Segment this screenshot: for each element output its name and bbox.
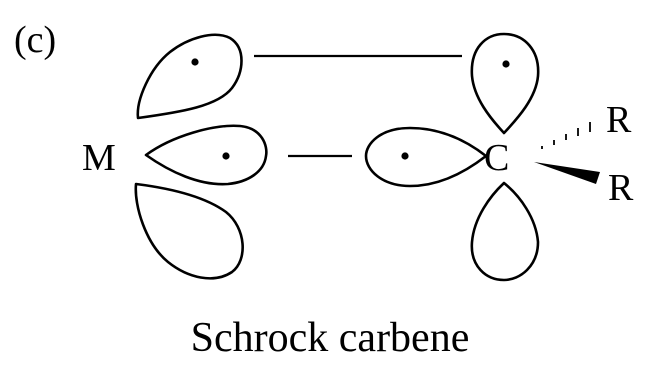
electron-dot: [401, 152, 409, 160]
solid-wedge-bond: [534, 162, 600, 184]
metal-orbital-lower-lobe: [134, 182, 244, 280]
carbon-atom-label: C: [484, 137, 509, 179]
electron-dot: [191, 58, 199, 66]
carbon-orbital-upper-lobe: [470, 32, 540, 135]
substituent-r-top-label: R: [606, 99, 632, 141]
metal-orbital-upper-lobe: [136, 33, 243, 120]
carbon-orbital-lower-lobe: [470, 181, 540, 282]
hashed-wedge-bond: [541, 122, 591, 149]
metal-orbital-side-lobe: [144, 124, 268, 186]
carbon-orbital-side-lobe: [364, 126, 488, 188]
electron-dot: [502, 60, 510, 68]
electron-dot: [222, 152, 230, 160]
diagram-caption: Schrock carbene: [191, 315, 470, 361]
panel-label: (c): [14, 19, 56, 61]
metal-atom-label: M: [82, 137, 116, 179]
substituent-r-bottom-label: R: [608, 167, 634, 209]
